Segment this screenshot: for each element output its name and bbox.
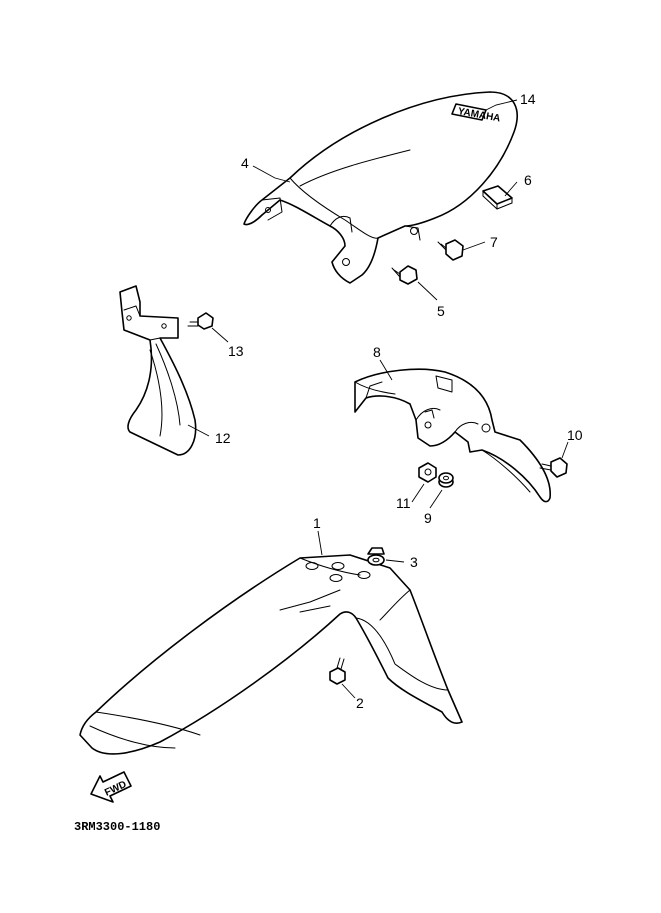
forward-arrow-icon: FWD	[90, 771, 132, 803]
bolt-part-10[interactable]	[539, 457, 568, 478]
callout-8: 8	[373, 344, 381, 360]
collar-part-9[interactable]	[438, 472, 454, 488]
mud-flap-part-12[interactable]	[119, 285, 197, 456]
leader-lines	[187, 99, 569, 699]
bolt-part-7[interactable]	[437, 239, 464, 261]
callout-10: 10	[567, 427, 583, 443]
callout-labels: 4 14 6 7 5 13 8 12 10 11 9 1 3 2	[215, 91, 583, 711]
callout-9: 9	[424, 510, 432, 526]
bolt-part-2[interactable]	[329, 657, 346, 685]
callout-3: 3	[410, 554, 418, 570]
callout-14: 14	[520, 91, 536, 107]
part-code: 3RM3300-1180	[74, 820, 160, 834]
inner-fender-part-8[interactable]	[354, 368, 551, 503]
bolt-part-5[interactable]	[391, 265, 418, 285]
callout-12: 12	[215, 430, 231, 446]
callout-13: 13	[228, 343, 244, 359]
callout-7: 7	[490, 234, 498, 250]
callout-4: 4	[241, 155, 249, 171]
callout-11: 11	[396, 495, 411, 511]
bolt-part-13[interactable]	[187, 312, 214, 330]
grommet-part-3[interactable]	[367, 547, 385, 566]
callout-6: 6	[524, 172, 532, 188]
nut-part-11[interactable]	[418, 462, 437, 483]
callout-2: 2	[356, 695, 364, 711]
rear-fender-part-4[interactable]	[243, 91, 518, 284]
front-fender-part-1[interactable]	[79, 554, 463, 755]
pad-part-6[interactable]	[482, 185, 513, 210]
callout-1: 1	[313, 515, 321, 531]
callout-5: 5	[437, 303, 445, 319]
